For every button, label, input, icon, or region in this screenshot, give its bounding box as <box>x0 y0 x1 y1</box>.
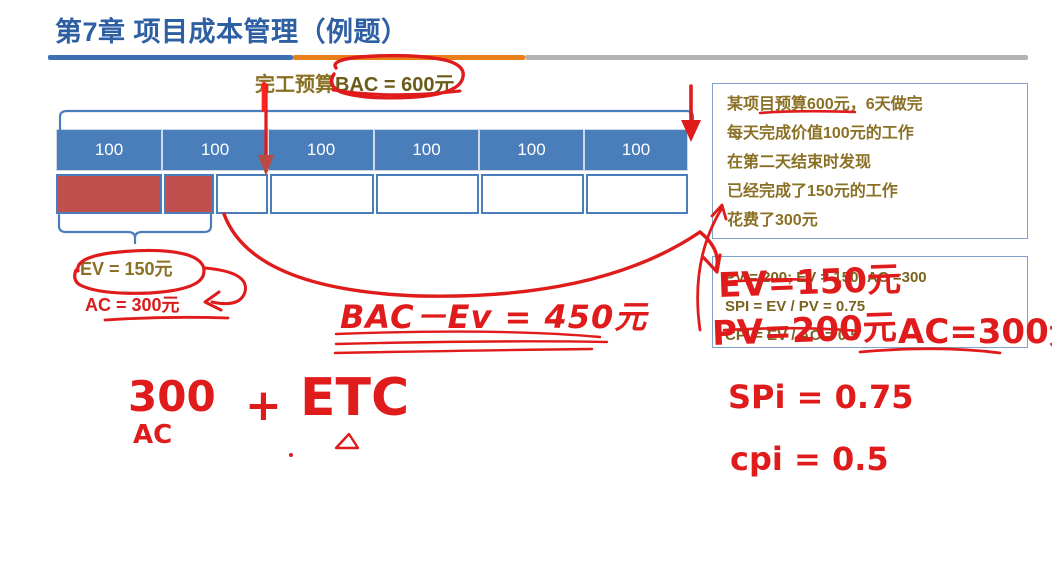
actual-cell-empty <box>481 174 584 214</box>
planned-cell: 100 <box>162 129 268 171</box>
title-divider <box>48 55 1028 60</box>
problem-line: 每天完成价值100元的工作 <box>727 125 914 142</box>
actual-cell-filled <box>56 174 162 214</box>
actual-cell-empty <box>586 174 688 214</box>
bac-caption: 完工预算BAC = 600元 <box>255 68 455 97</box>
actual-cell-empty <box>270 174 374 214</box>
ev-to-ac-arrow-head <box>203 290 223 312</box>
planned-cell: 100 <box>584 129 688 171</box>
planned-cell: 100 <box>268 129 374 171</box>
ac-amount-ink: 300 <box>128 372 216 421</box>
actual-cell-empty <box>216 174 268 214</box>
divider-segment-orange <box>293 55 525 60</box>
problem-line: 花费了300元 <box>727 212 818 229</box>
actual-cell-filled <box>164 174 214 214</box>
ev-label: EV = 150元 <box>80 259 173 279</box>
etc-ink: ETC <box>300 368 410 428</box>
ink-dot <box>289 453 293 457</box>
planned-cell: 100 <box>479 129 584 171</box>
problem-line: 已经完成了150元的工作 <box>727 183 898 200</box>
cost-bar-chart: 100 100 100 100 100 100 <box>56 129 688 214</box>
planned-value-row: 100 100 100 100 100 100 <box>56 129 688 171</box>
cpi-hand-ink: cpi = 0.5 <box>730 440 889 478</box>
plus-sign-ink: + <box>245 380 282 431</box>
pv-hand-ink: PV=200元 <box>711 307 898 354</box>
bac-minus-ev-ink: BAC－Ev = 450元 <box>340 298 648 336</box>
ev-to-ac-arrow <box>203 266 247 306</box>
bacev-underline-2 <box>334 340 609 346</box>
planned-cell: 100 <box>56 129 162 171</box>
problem-line: 某项目预算600元，6天做完 <box>727 96 923 113</box>
earned-value-brace <box>56 214 226 244</box>
planned-cell: 100 <box>374 129 479 171</box>
bac-caption-prefix: 完工预算 <box>255 74 335 96</box>
problem-statement-box: 某项目预算600元，6天做完 每天完成价值100元的工作 在第二天结束时发现 已… <box>712 83 1028 239</box>
bacev-underline-3 <box>333 347 594 355</box>
formula-line: SPI = EV / PV = 0.75 <box>725 298 866 315</box>
etc-delta-mark <box>334 432 360 450</box>
divider-segment-gray <box>525 55 1028 60</box>
bac-caption-value: BAC = 600元 <box>335 74 455 96</box>
ev-hand-ink: EV=150元 <box>717 259 902 306</box>
divider-segment-blue <box>48 55 293 60</box>
actual-work-row <box>56 174 688 214</box>
ac-label: AC = 300元 <box>85 295 180 315</box>
ac-hand-ink: AC=300元 <box>898 312 1052 352</box>
total-scope-brace <box>56 109 696 131</box>
page-title: 第7章 项目成本管理（例题） <box>55 17 409 47</box>
big-sweep-arc <box>222 212 702 298</box>
problem-line: 在第二天结束时发现 <box>727 154 872 171</box>
spi-hand-ink: SPi = 0.75 <box>728 378 914 416</box>
actual-cell-empty <box>376 174 479 214</box>
ac-annotation-ink: AC <box>133 420 173 450</box>
ac-underline-ink <box>103 315 230 322</box>
